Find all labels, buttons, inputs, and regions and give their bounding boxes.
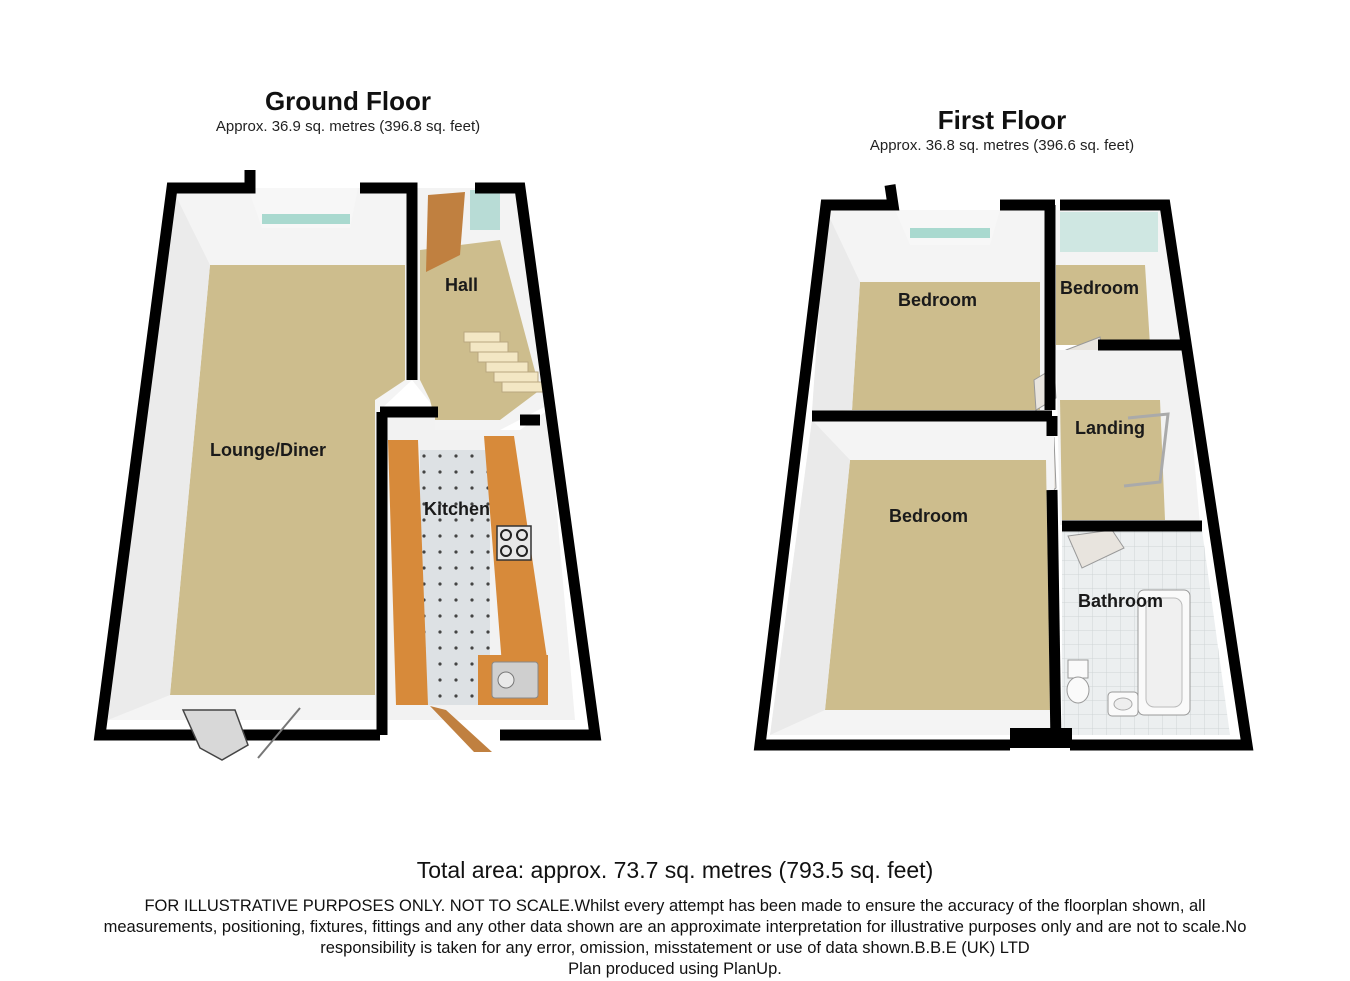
first-floor-plan: Bedroom Bedroom Landing Bedroom Bathroom [753, 184, 1254, 751]
bay-window [181, 709, 249, 761]
disclaimer-line: responsibility is taken for any error, o… [320, 939, 1030, 957]
disclaimer-line: Plan produced using PlanUp. [568, 960, 782, 978]
hall [412, 188, 549, 430]
worktop-left [388, 440, 428, 705]
toilet [1066, 659, 1090, 704]
room-label-bathroom: Bathroom [1078, 591, 1163, 611]
ground-floor-area: Approx. 36.9 sq. metres (396.8 sq. feet) [215, 118, 481, 135]
first-floor-walls [753, 184, 1254, 751]
bedroom-front [812, 210, 1050, 412]
room-label-kitchen: Kitchen [424, 499, 490, 519]
bathroom [1062, 529, 1230, 735]
hob [496, 525, 532, 561]
sink [491, 661, 539, 699]
first-floor-area: Approx. 36.8 sq. metres (396.6 sq. feet) [869, 137, 1135, 154]
front-door [426, 192, 465, 272]
first-floor-title: First Floor [937, 105, 1067, 135]
ground-floor-plan: Lounge/Diner Hall Kitchen [93, 170, 602, 761]
room-label-landing: Landing [1075, 418, 1145, 438]
banister [1123, 412, 1170, 488]
total-area: Total area: approx. 73.7 sq. metres (793… [416, 857, 934, 883]
lounge-diner [108, 188, 412, 720]
bath [1137, 589, 1191, 716]
basin [1107, 691, 1139, 717]
first-floor-labels: Bedroom Bedroom Landing Bedroom Bathroom [889, 278, 1163, 611]
bedroom-rear [770, 420, 1054, 735]
disclaimer: FOR ILLUSTRATIVE PURPOSES ONLY. NOT TO S… [8, 896, 1342, 980]
room-label-bedroom-front: Bedroom [898, 290, 977, 310]
room-label-bedroom-rear: Bedroom [889, 506, 968, 526]
staircase [463, 331, 549, 393]
floorplans: Lounge/Diner Hall Kitchen [93, 170, 1254, 761]
disclaimer-line: FOR ILLUSTRATIVE PURPOSES ONLY. NOT TO S… [144, 897, 1206, 915]
room-label-bedroom-small: Bedroom [1060, 278, 1139, 298]
disclaimer-line: measurements, positioning, fixtures, fit… [103, 918, 1247, 936]
room-label-lounge: Lounge/Diner [210, 440, 326, 460]
room-label-hall: Hall [445, 275, 478, 295]
bathroom-door [1067, 529, 1125, 569]
back-door [430, 706, 492, 752]
ground-floor-title: Ground Floor [264, 86, 432, 116]
kitchen [380, 410, 575, 752]
ground-floor-labels: Lounge/Diner Hall Kitchen [210, 275, 490, 519]
ground-floor-walls [93, 170, 602, 741]
